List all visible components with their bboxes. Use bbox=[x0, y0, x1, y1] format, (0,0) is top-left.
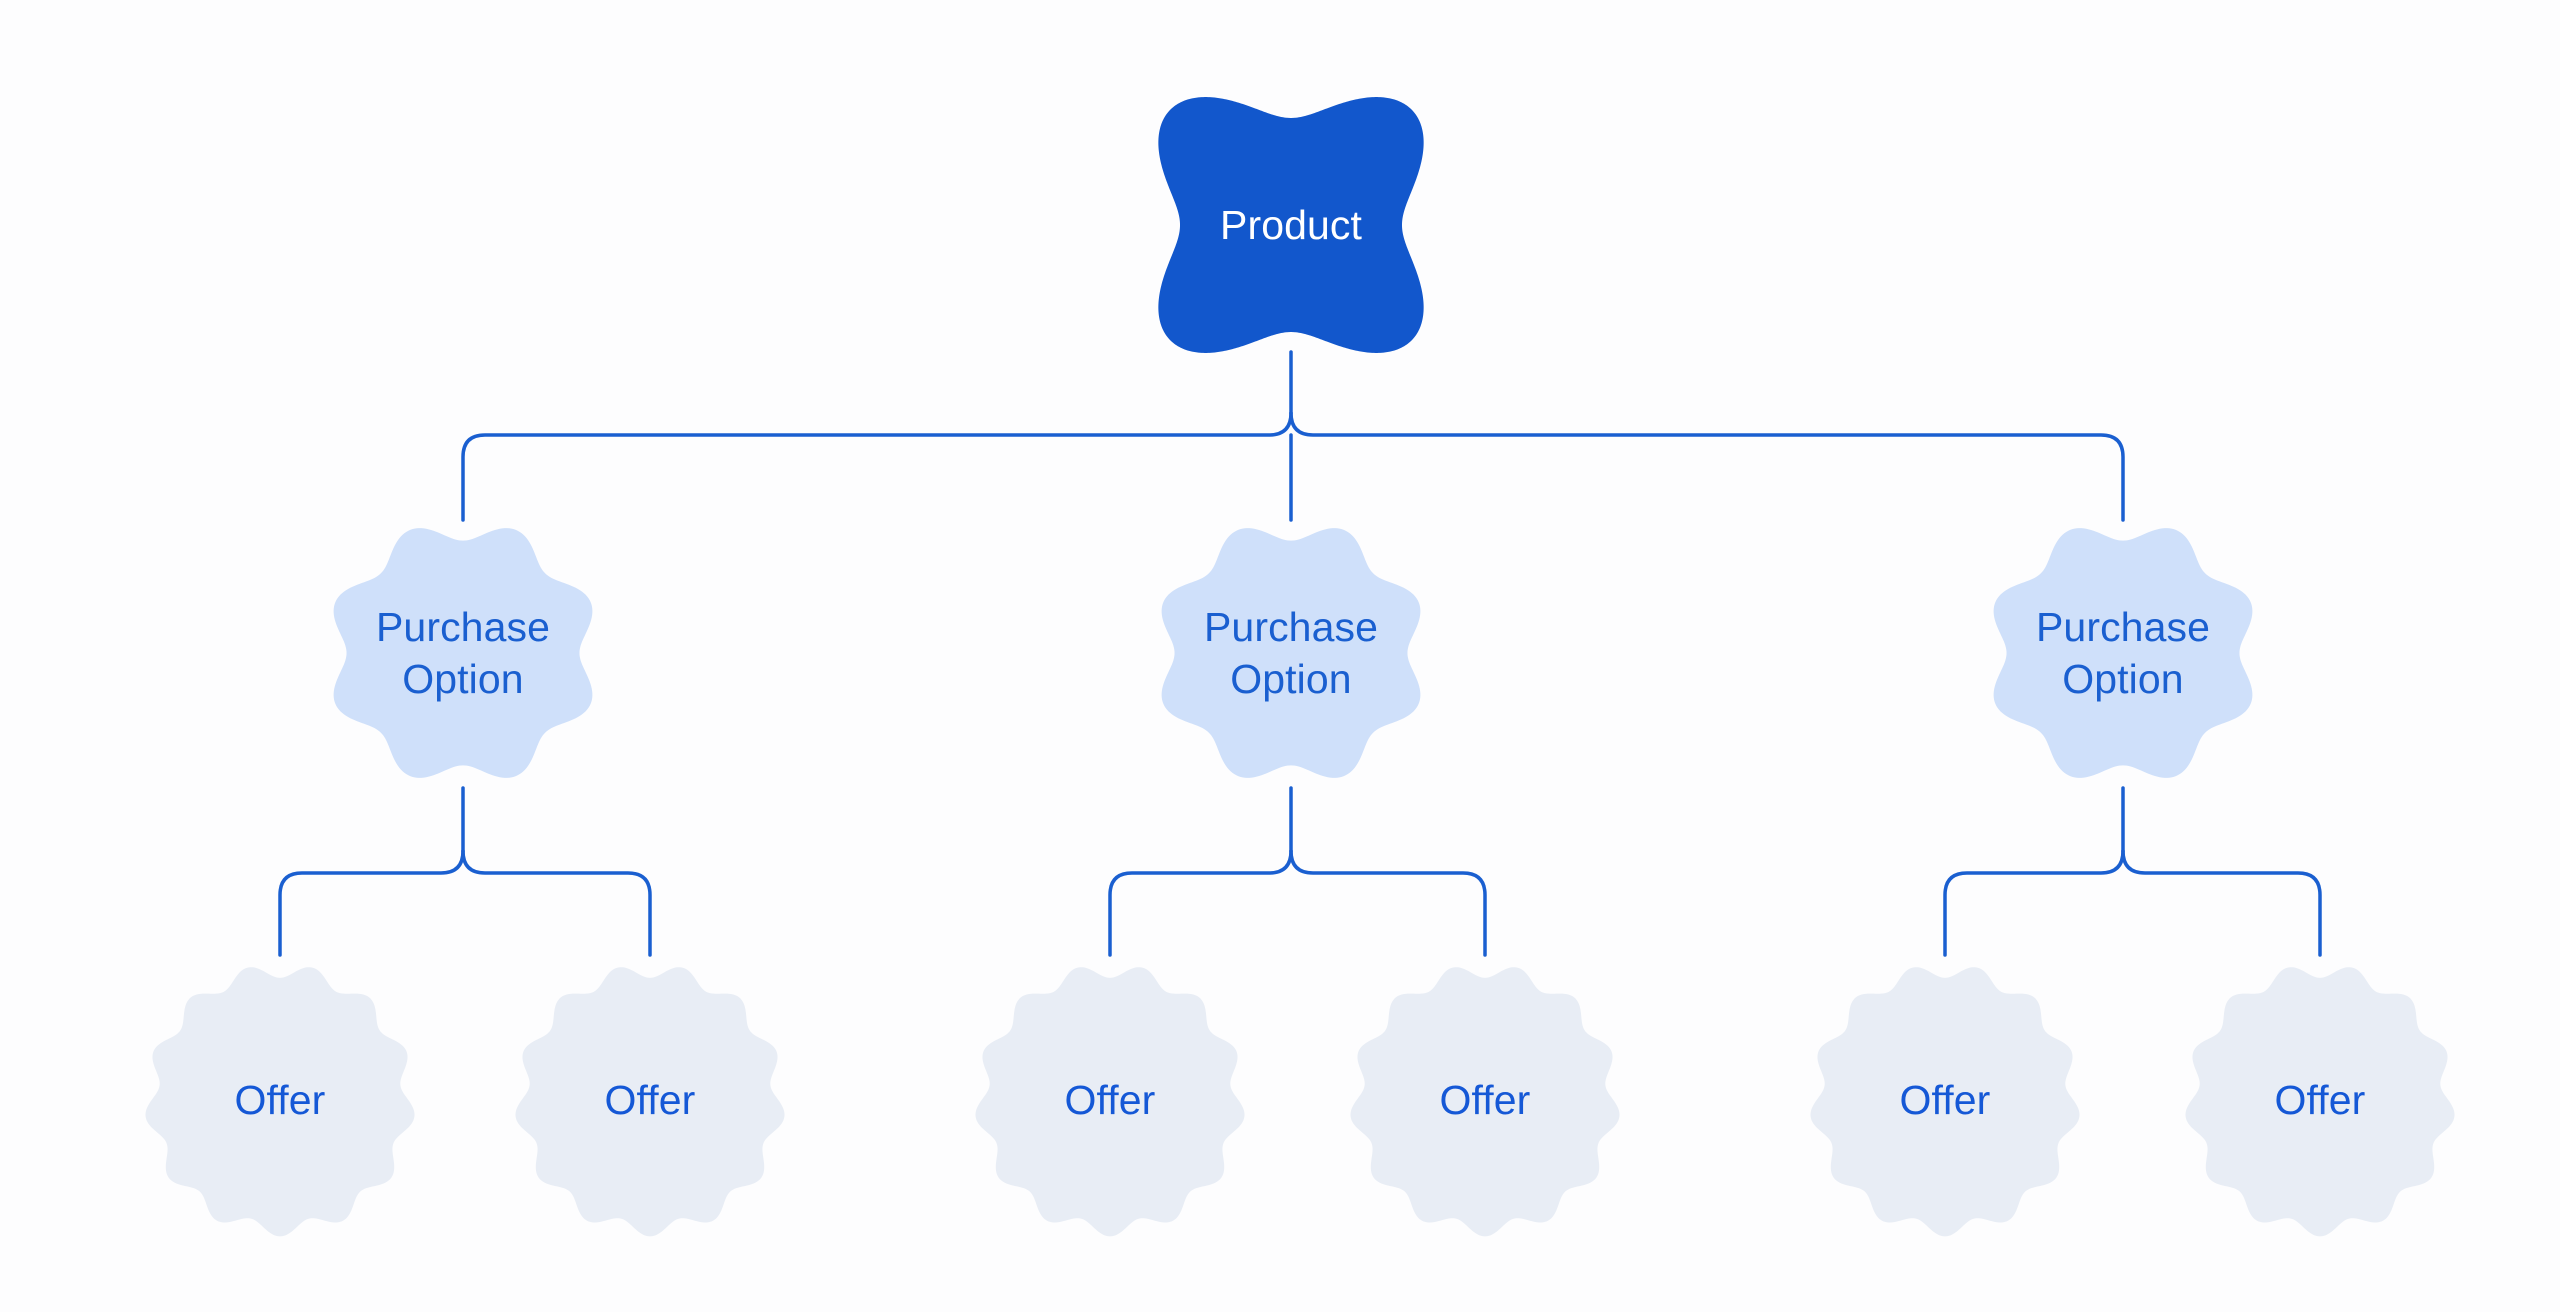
node-purchase-option-1[interactable]: Purchase Option bbox=[320, 515, 606, 791]
node-purchase-option-3[interactable]: Purchase Option bbox=[1980, 515, 2266, 791]
node-offer-6[interactable]: Offer bbox=[2182, 961, 2458, 1239]
offer-blob-shape bbox=[512, 961, 788, 1239]
offer-blob-shape bbox=[972, 961, 1248, 1239]
node-offer-1[interactable]: Offer bbox=[142, 961, 418, 1239]
node-product[interactable]: Product bbox=[1150, 89, 1432, 361]
purchase-option-blob-shape bbox=[320, 515, 606, 791]
node-offer-5[interactable]: Offer bbox=[1807, 961, 2083, 1239]
product-blob-shape bbox=[1150, 89, 1432, 361]
purchase-option-blob-shape bbox=[1148, 515, 1434, 791]
node-purchase-option-2[interactable]: Purchase Option bbox=[1148, 515, 1434, 791]
offer-blob-shape bbox=[2182, 961, 2458, 1239]
node-offer-2[interactable]: Offer bbox=[512, 961, 788, 1239]
offer-blob-shape bbox=[1347, 961, 1623, 1239]
purchase-option-blob-shape bbox=[1980, 515, 2266, 791]
offer-blob-shape bbox=[1807, 961, 2083, 1239]
node-offer-4[interactable]: Offer bbox=[1347, 961, 1623, 1239]
offer-blob-shape bbox=[142, 961, 418, 1239]
node-offer-3[interactable]: Offer bbox=[972, 961, 1248, 1239]
